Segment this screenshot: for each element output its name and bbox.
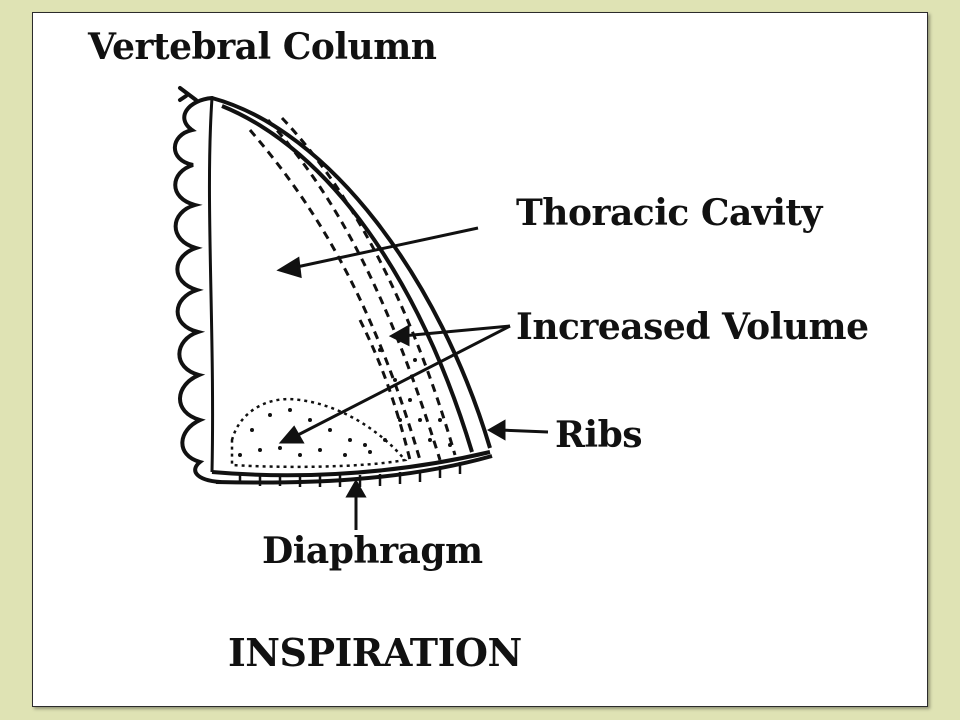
increased-volume-arrowhead-lower xyxy=(278,425,305,444)
thoracic-cavity-arrow xyxy=(291,226,479,270)
label-diaphragm: Diaphragm xyxy=(262,530,483,572)
increased-volume-stipple xyxy=(230,348,452,469)
diaphragm-shape xyxy=(211,450,493,487)
increased-volume-arrowhead-upper xyxy=(388,324,410,347)
ribs-shape xyxy=(211,96,492,453)
inner-boundary xyxy=(207,97,215,473)
arrows xyxy=(276,226,549,530)
increased-volume-dashes xyxy=(248,116,457,461)
label-thoracic-cavity: Thoracic Cavity xyxy=(516,192,822,234)
vertebral-column-shape xyxy=(173,86,222,484)
label-increased-volume: Increased Volume xyxy=(516,306,869,348)
ribs-arrowhead xyxy=(486,419,506,441)
ribs-arrow xyxy=(499,428,549,434)
label-title-inspiration: INSPIRATION xyxy=(228,630,522,675)
increased-volume-arrow-lower xyxy=(291,324,511,440)
diaphragm-arrowhead xyxy=(345,478,367,498)
thoracic-cavity-arrowhead xyxy=(276,256,302,279)
increased-volume-arrow-upper xyxy=(401,324,511,338)
label-ribs: Ribs xyxy=(555,414,643,456)
label-vertebral-column: Vertebral Column xyxy=(88,26,437,68)
